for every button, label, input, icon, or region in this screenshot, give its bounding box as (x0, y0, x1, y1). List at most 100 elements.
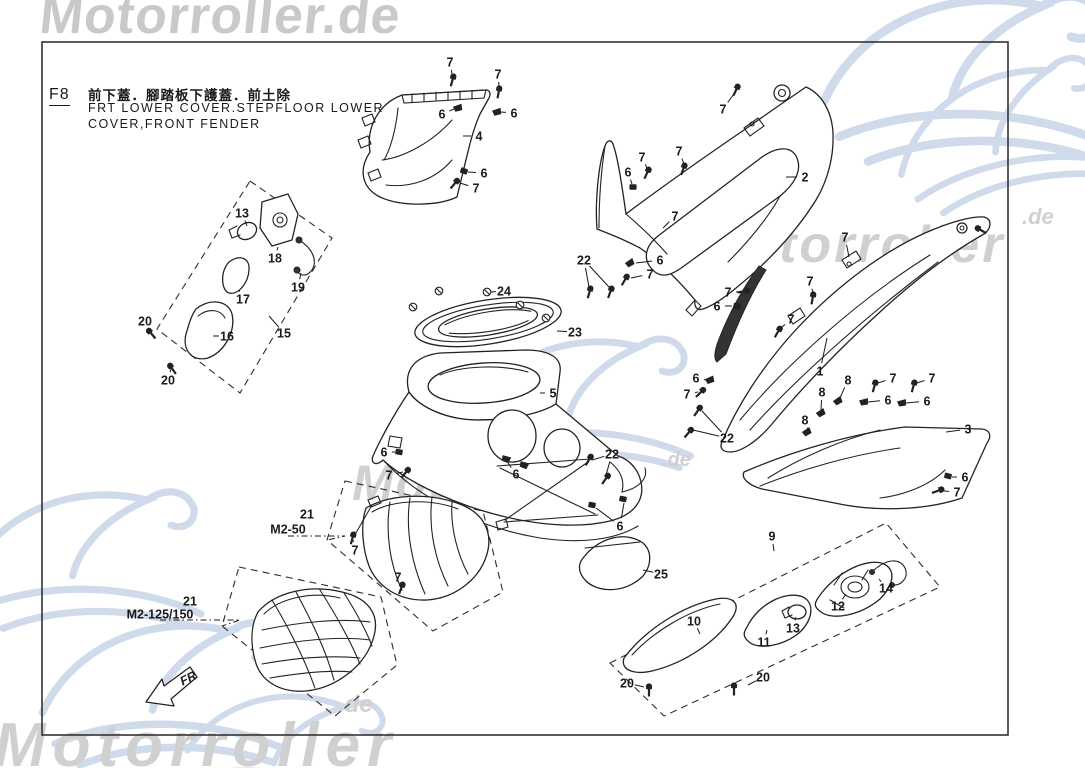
callout-label-7: 7 (720, 103, 727, 117)
watermark-bottom: Motorroller (0, 711, 398, 768)
callout-label-16: 16 (220, 330, 234, 344)
callout-label-20: 20 (161, 374, 175, 388)
leader-line (794, 616, 797, 621)
leader-line (821, 337, 828, 364)
leader-line (905, 401, 920, 404)
leader-line (747, 680, 757, 686)
screw-icon (586, 285, 594, 299)
leader-line (806, 427, 809, 431)
callout-label-14: 14 (879, 582, 893, 596)
callout-label-23: 23 (568, 326, 582, 340)
callout-label-7: 7 (684, 388, 691, 402)
watermark-center-de: .de (662, 449, 691, 471)
screw-icon (349, 531, 357, 545)
callout-label-22: 22 (577, 254, 591, 268)
leader-line (696, 628, 701, 635)
callout-label-7: 7 (676, 145, 683, 159)
callout-label-20: 20 (138, 315, 152, 329)
clip-icon (897, 399, 907, 407)
leader-line (681, 158, 685, 165)
callout-label-7: 7 (495, 68, 502, 82)
leader-line (450, 69, 453, 75)
title-chinese: 前下蓋．腳踏板下護蓋．前土除 (88, 88, 291, 103)
nut-icon (629, 184, 637, 190)
clip-icon (453, 103, 463, 112)
title-english-line1: FRT LOWER COVER.STEPFLOOR LOWER (88, 101, 385, 115)
callout-label-20: 20 (620, 677, 634, 691)
screw-icon (974, 225, 987, 235)
leader-line (605, 461, 611, 476)
callout-label-11: 11 (757, 636, 770, 650)
screw-icon (620, 273, 630, 286)
leader-line (268, 315, 280, 328)
part-23-grille-panel (414, 296, 562, 348)
leader-line (634, 684, 645, 688)
leader-line (694, 391, 699, 394)
screw-icon (449, 73, 457, 87)
part-3-lower-side-cover-right (742, 426, 991, 510)
screw-icon (643, 166, 652, 180)
screw-icon (167, 362, 177, 375)
nut-icon (733, 302, 741, 310)
callout-label-7: 7 (647, 268, 654, 282)
logo-swoosh-top-right (825, 0, 1085, 220)
callout-label-6: 6 (513, 468, 520, 482)
leader-line (449, 108, 455, 112)
callout-label-4: 4 (476, 130, 483, 144)
callout-label-7: 7 (890, 372, 897, 386)
leader-line (727, 90, 737, 103)
callout-label-6: 6 (885, 394, 892, 408)
watermark-top: Motorroller.de (36, 0, 404, 45)
leader-line (299, 272, 302, 280)
screw-icon (931, 486, 945, 494)
fr-label: FR (178, 668, 199, 688)
callout-label-5: 5 (550, 387, 557, 401)
clip-icon (704, 375, 715, 385)
bolt-icon (515, 300, 525, 310)
callout-label-6: 6 (693, 372, 700, 386)
leader-line (878, 578, 882, 582)
part-19-wire (295, 239, 315, 276)
part-16-lens-housing (184, 301, 234, 360)
leader-line (635, 260, 653, 264)
callout-label-7: 7 (639, 151, 646, 165)
screw-icon (400, 466, 412, 479)
screw-icon (645, 683, 653, 697)
part-10-lens-housing (622, 597, 737, 673)
callout-label-17: 17 (236, 293, 250, 307)
screw-icon (145, 327, 157, 340)
drawing-frame (41, 41, 1009, 736)
callout-label-7: 7 (788, 313, 795, 327)
screw-icon (910, 379, 918, 393)
callout-label-3: 3 (965, 423, 972, 437)
callout-label-7: 7 (929, 372, 936, 386)
callout-label-2: 2 (802, 171, 809, 185)
callout-label-13: 13 (235, 207, 249, 221)
nut-icon (459, 167, 469, 175)
callout-label-18: 18 (268, 252, 282, 266)
leader-line (820, 399, 823, 411)
leader-line (867, 400, 881, 403)
leader-line (842, 593, 847, 600)
bolt-icon (541, 313, 551, 323)
callout-label-6: 6 (657, 254, 664, 268)
screw-icon (809, 291, 817, 305)
clip-icon (501, 455, 512, 464)
leader-line (244, 220, 248, 227)
screw-icon (732, 83, 741, 97)
callout-label-10: 10 (687, 615, 701, 629)
fasteners-layer (145, 73, 987, 697)
callout-label-12: 12 (831, 600, 845, 614)
leader-line (692, 429, 720, 437)
group-15-turn-signal (156, 180, 333, 394)
callout-label-20: 20 (756, 671, 770, 685)
leader-line (595, 507, 614, 522)
leader-line (701, 410, 722, 433)
callout-label-7: 7 (386, 469, 393, 483)
screw-icon (695, 386, 707, 398)
screw-icon (871, 379, 879, 393)
callout-label-7: 7 (447, 56, 454, 70)
clip-icon (832, 395, 843, 406)
